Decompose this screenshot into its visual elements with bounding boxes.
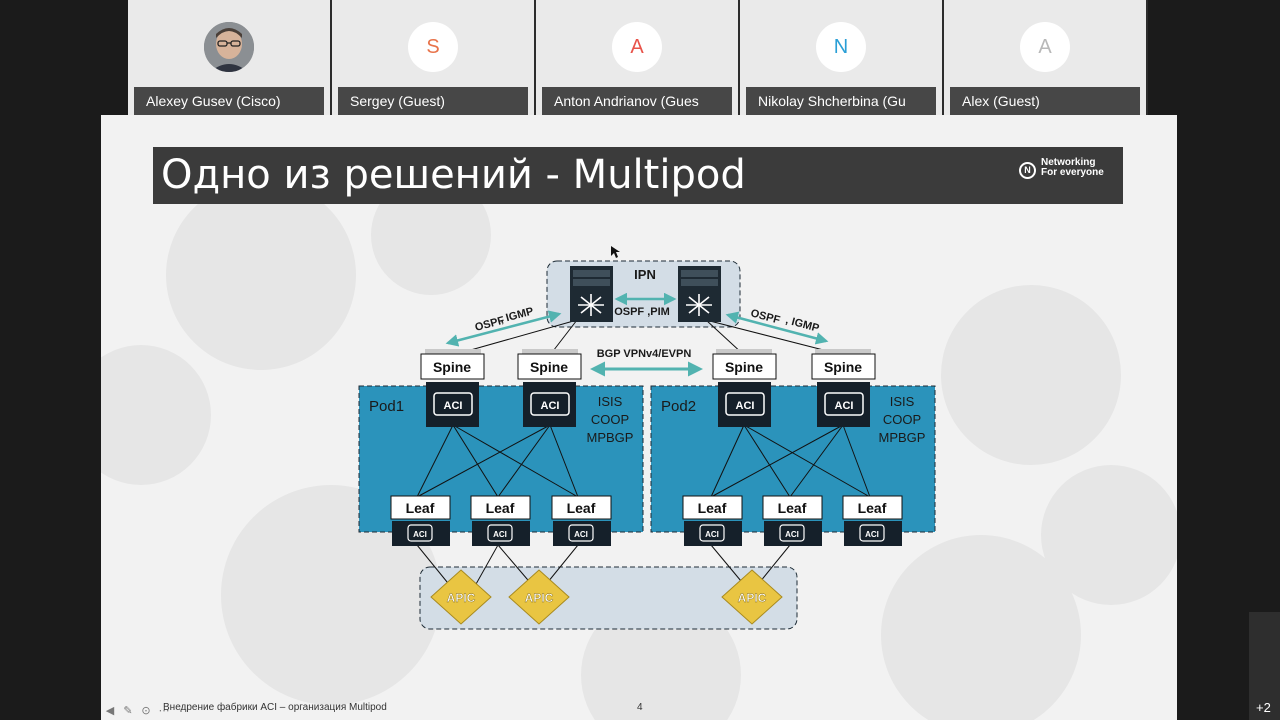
aci-label: ACI xyxy=(493,530,507,539)
avatar-initial: S xyxy=(426,35,440,58)
aci-label: ACI xyxy=(541,400,560,412)
participant-strip: Alexey Gusev (Cisco) S Sergey (Guest) A … xyxy=(128,0,1148,115)
aci-label: ACI xyxy=(865,530,879,539)
shared-slide: Одно из решений - Multipod N Networking … xyxy=(101,115,1177,720)
ipn-router-left xyxy=(570,266,613,322)
participant-name: Sergey (Guest) xyxy=(338,87,528,115)
brand-line-1: Networking xyxy=(1041,157,1096,168)
spine-switch: Spine ACI xyxy=(517,349,582,427)
slide-background xyxy=(101,175,1177,720)
pod2-label: Pod2 xyxy=(661,398,696,415)
mouse-cursor-icon xyxy=(611,246,620,258)
participant-tile[interactable]: Alexey Gusev (Cisco) xyxy=(128,0,330,115)
avatar-initial: A xyxy=(630,35,644,58)
avatar-initial: N xyxy=(833,35,849,58)
aci-label: ACI xyxy=(705,530,719,539)
apic-controller: APIC xyxy=(721,569,783,625)
avatar-initial: A xyxy=(1038,35,1052,58)
leaf-label: Leaf xyxy=(567,500,596,516)
apic-label: APIC xyxy=(525,591,554,605)
leaf-switch: Leaf ACI xyxy=(842,495,903,546)
pod1-protocol: ISIS xyxy=(598,394,623,409)
brand-name: Networking For everyone xyxy=(1041,158,1104,178)
leaf-label: Leaf xyxy=(778,500,807,516)
participant-tile[interactable]: A Alex (Guest) xyxy=(944,0,1146,115)
apic-controller: APIC xyxy=(508,569,570,625)
avatar: A xyxy=(612,22,662,72)
apic-cluster-area xyxy=(419,566,798,630)
pod2-protocol: MPBGP xyxy=(879,430,926,445)
aci-label: ACI xyxy=(574,530,588,539)
pod1-protocol: COOP xyxy=(591,412,629,427)
right-uplink-arrow xyxy=(725,311,829,345)
aci-label: ACI xyxy=(444,400,463,412)
ipn-router-right xyxy=(678,266,721,322)
spine-switch: Spine ACI xyxy=(712,349,777,427)
overflow-panel[interactable] xyxy=(1249,612,1280,720)
spine-label: Spine xyxy=(824,359,862,375)
participant-name: Anton Andrianov (Gues xyxy=(542,87,732,115)
ipn-label: IPN xyxy=(634,267,656,282)
interpod-label: BGP VPNv4/EVPN xyxy=(597,348,692,360)
pod2-protocol: ISIS xyxy=(890,394,915,409)
slide-toolbar: ◀ ✎ ⊙ ⋯ xyxy=(103,703,171,717)
leaf-switch: Leaf ACI xyxy=(470,495,531,546)
leaf-label: Leaf xyxy=(406,500,435,516)
aci-label: ACI xyxy=(785,530,799,539)
slide-footer: Внедрение фабрики ACI – организация Mult… xyxy=(163,702,387,713)
avatar: A xyxy=(1020,22,1070,72)
leaf-label: Leaf xyxy=(698,500,727,516)
spine-label: Spine xyxy=(433,359,471,375)
slide-page-number: 4 xyxy=(637,702,643,713)
avatar xyxy=(204,22,254,72)
aci-label: ACI xyxy=(413,530,427,539)
apic-controller: APIC xyxy=(430,569,492,625)
brand-badge-icon: N xyxy=(1019,162,1036,179)
leaf-switch: Leaf ACI xyxy=(682,495,743,546)
aci-label: ACI xyxy=(835,400,854,412)
pod1-label: Pod1 xyxy=(369,398,404,415)
avatar: N xyxy=(816,22,866,72)
participant-name: Alexey Gusev (Cisco) xyxy=(134,87,324,115)
pen-icon[interactable]: ✎ xyxy=(123,704,133,717)
leaf-switch: Leaf ACI xyxy=(551,495,612,546)
zoom-icon[interactable]: ⊙ xyxy=(141,704,151,717)
brand-line-2: For everyone xyxy=(1041,167,1104,178)
leaf-label: Leaf xyxy=(486,500,515,516)
ipn-link-label: OSPF ,PIM xyxy=(614,306,670,318)
participant-tile[interactable]: N Nikolay Shcherbina (Gu xyxy=(740,0,942,115)
more-icon[interactable]: ⋯ xyxy=(158,704,170,717)
user-photo-icon xyxy=(204,22,254,72)
participant-tile[interactable]: S Sergey (Guest) xyxy=(332,0,534,115)
left-uplink-arrow xyxy=(445,310,562,347)
spine-label: Spine xyxy=(725,359,763,375)
spine-switch: Spine ACI xyxy=(811,349,876,427)
participant-tile[interactable]: A Anton Andrianov (Gues xyxy=(536,0,738,115)
slide-title: Одно из решений - Multipod xyxy=(161,152,746,198)
arrow-left-icon[interactable]: ◀ xyxy=(105,704,115,717)
participant-name: Alex (Guest) xyxy=(950,87,1140,115)
pod1-protocol: MPBGP xyxy=(587,430,634,445)
leaf-switch: Leaf ACI xyxy=(390,495,451,546)
slide-title-bar: Одно из решений - Multipod N Networking … xyxy=(153,147,1123,204)
overflow-participant-count[interactable]: +2 xyxy=(1256,700,1271,715)
multipod-diagram: Pod1 Pod2 ISIS COOP MPBGP ISIS COOP MPBG… xyxy=(358,246,936,630)
aci-label: ACI xyxy=(736,400,755,412)
leaf-label: Leaf xyxy=(858,500,887,516)
leaf-switch: Leaf ACI xyxy=(762,495,823,546)
spine-switch: Spine ACI xyxy=(420,349,485,427)
avatar: S xyxy=(408,22,458,72)
participant-name: Nikolay Shcherbina (Gu xyxy=(746,87,936,115)
apic-label: APIC xyxy=(738,591,767,605)
apic-label: APIC xyxy=(447,591,476,605)
pod2-protocol: COOP xyxy=(883,412,921,427)
spine-label: Spine xyxy=(530,359,568,375)
brand-logo: N Networking For everyone xyxy=(1019,156,1119,190)
